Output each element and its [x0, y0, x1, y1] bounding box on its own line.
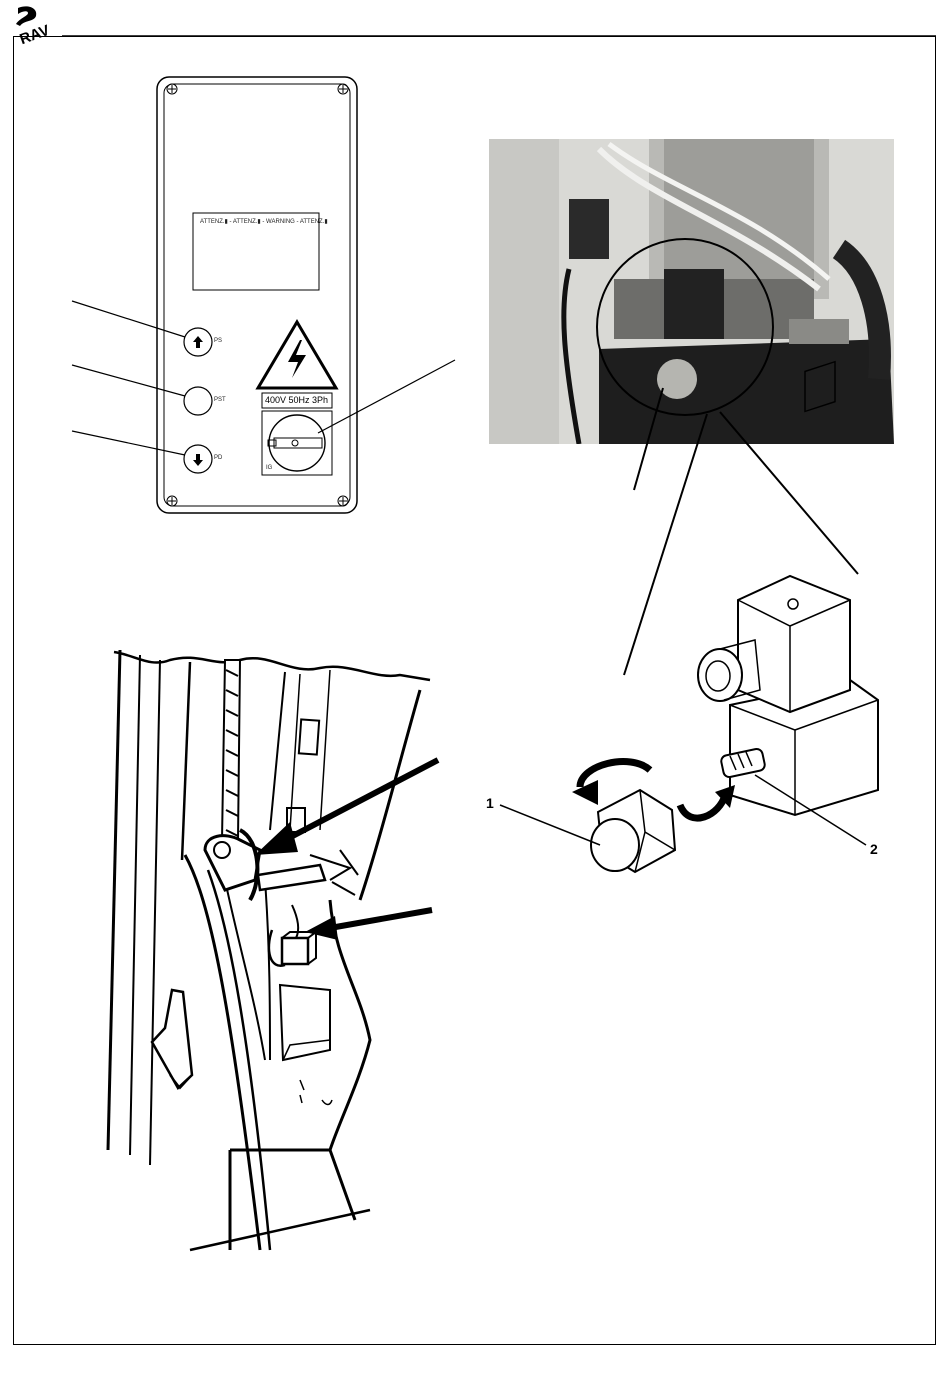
- column-lock-drawing: [0, 0, 950, 1379]
- manual-page: RAV ATTENZ.▮ -: [0, 0, 950, 1379]
